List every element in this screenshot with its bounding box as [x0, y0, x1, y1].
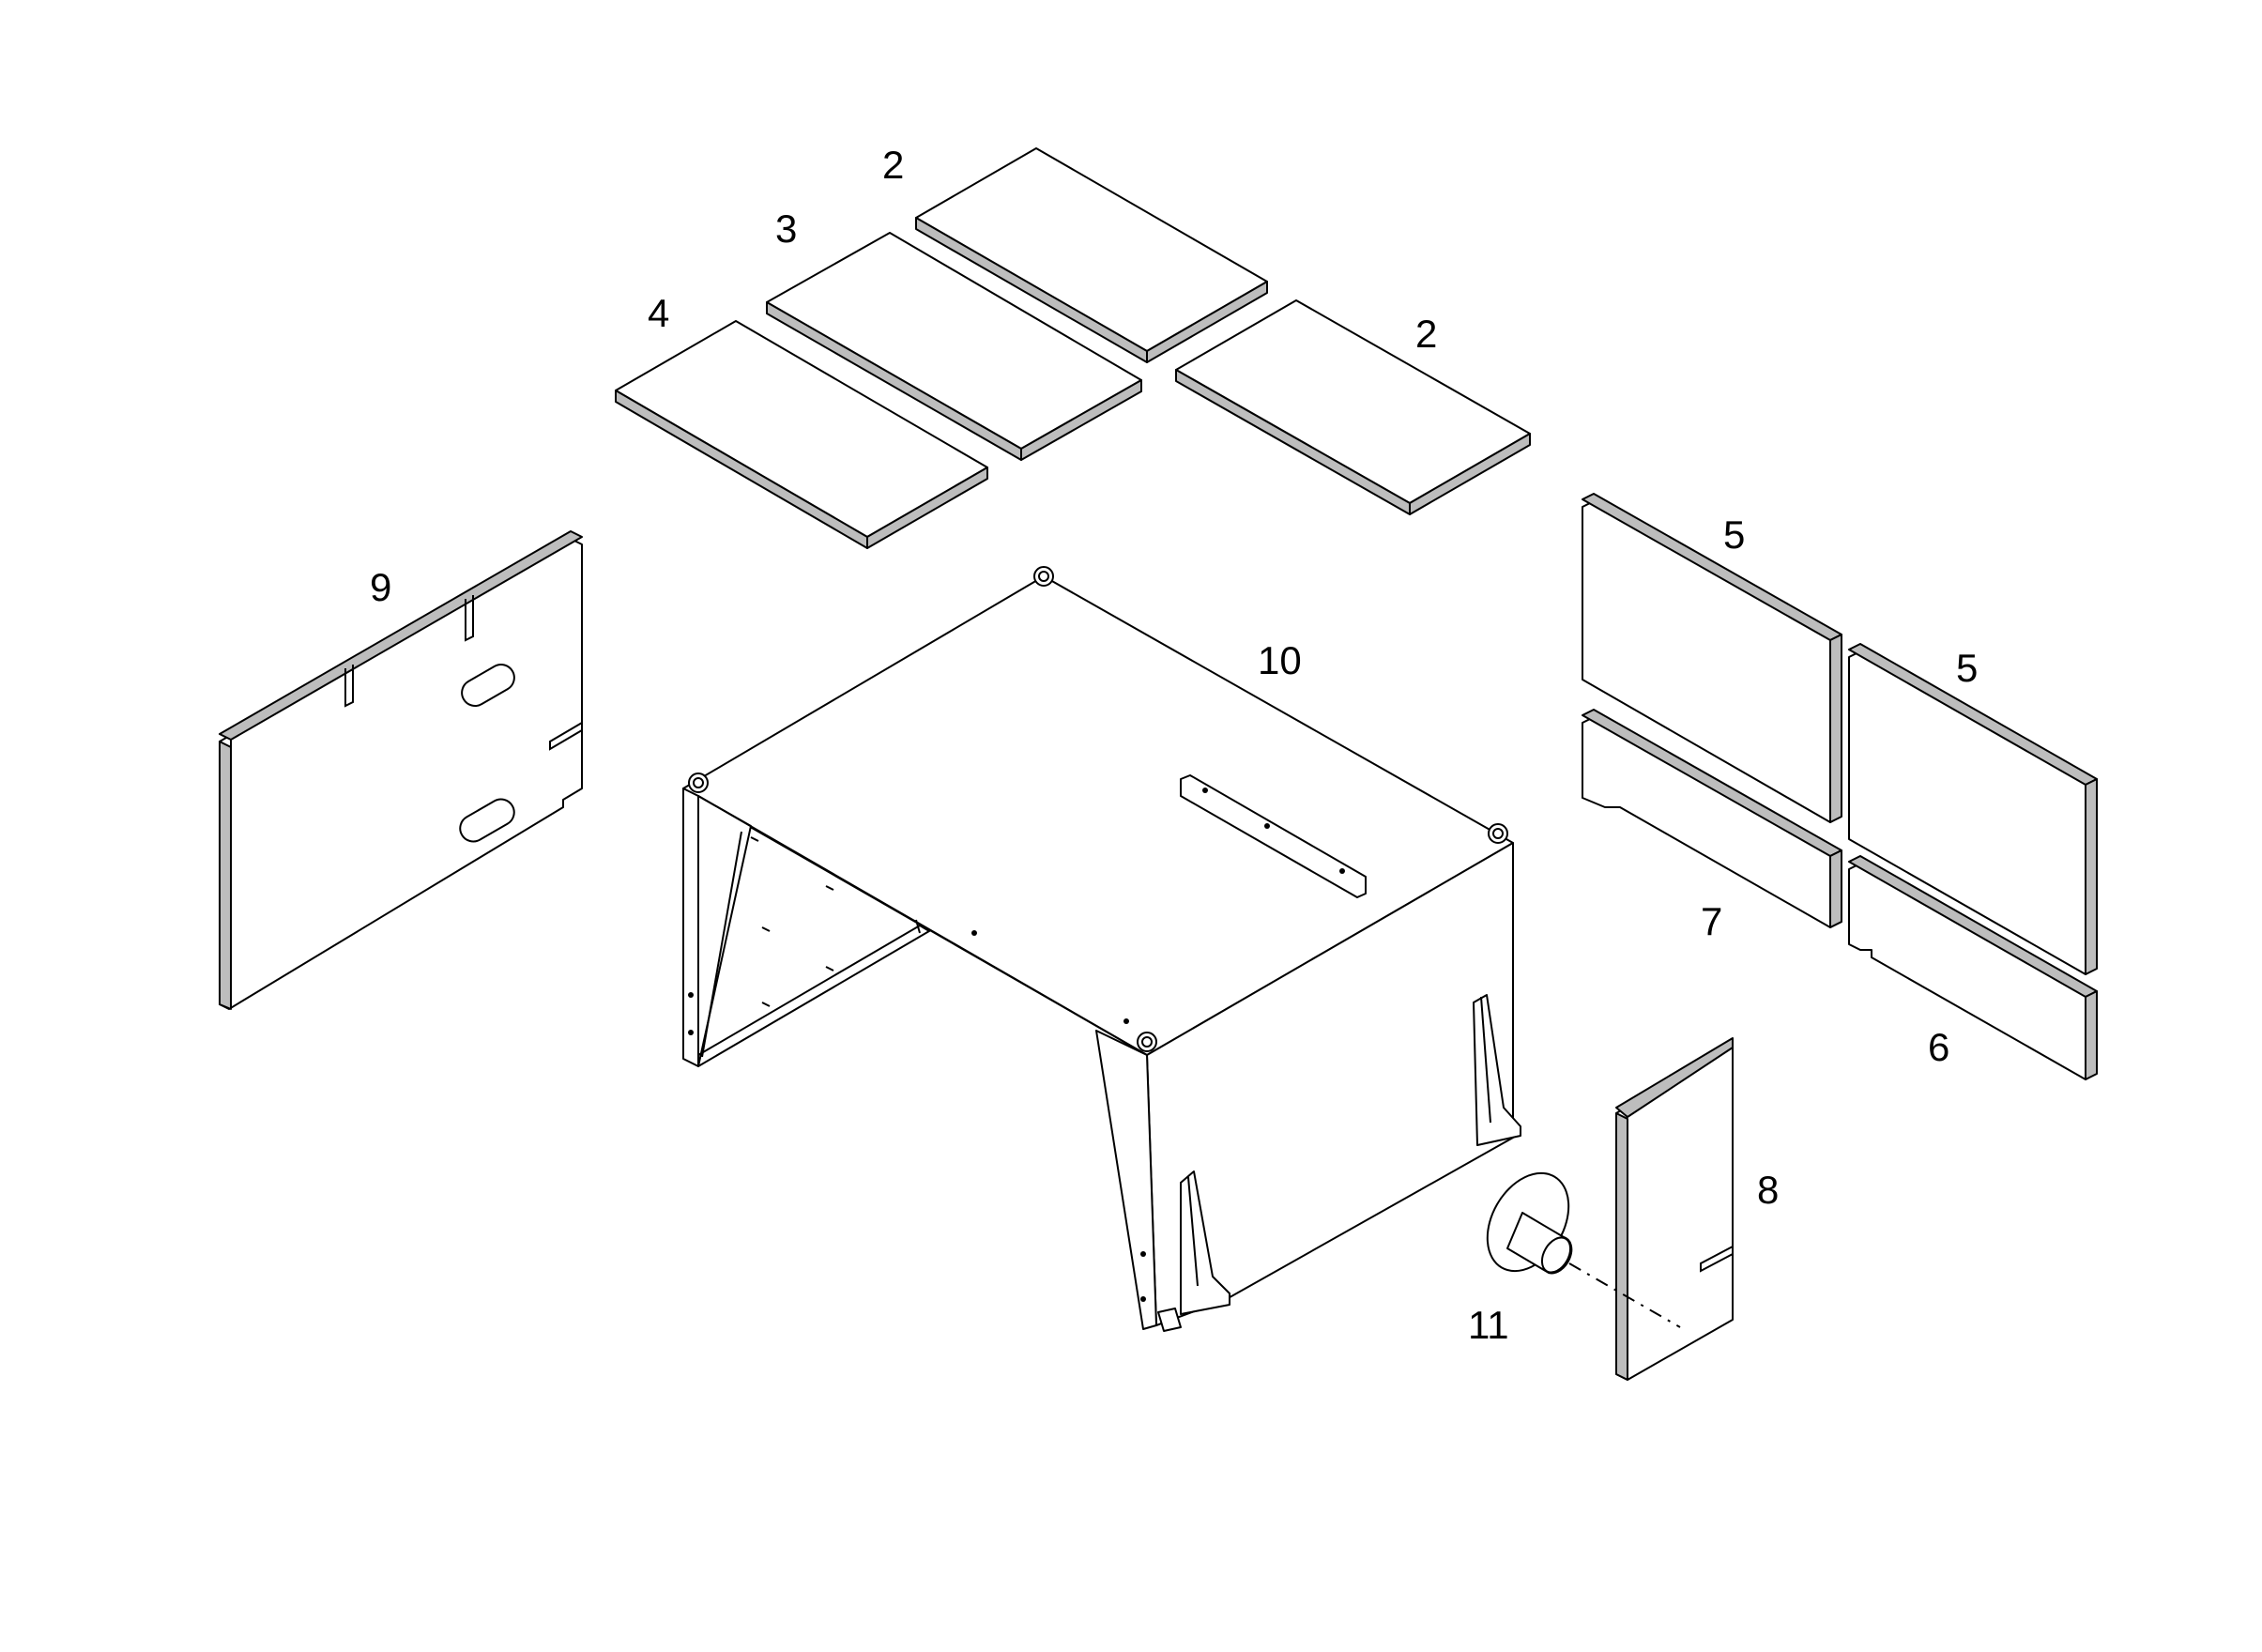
- callout-plate-2-right: 2: [1415, 312, 1437, 356]
- callout-panel-5-left: 5: [1723, 512, 1745, 557]
- callout-frame-10: 10: [1258, 638, 1302, 682]
- callout-panel-7: 7: [1701, 899, 1722, 943]
- plate-4: [615, 320, 988, 549]
- callout-plate-4: 4: [648, 291, 669, 335]
- spool-11: [1486, 1171, 1681, 1328]
- callout-panel-5-right: 5: [1956, 646, 1978, 690]
- panel-5-right: [1848, 643, 2098, 975]
- callout-plate-3: 3: [775, 206, 797, 251]
- callout-plate-2-rear: 2: [882, 143, 904, 187]
- panel-6: [1848, 855, 2098, 1080]
- callout-spool-11: 11: [1468, 1303, 1509, 1347]
- plate-3: [766, 232, 1142, 461]
- callout-labels: 2 3 4 2 9 10 5 5 7 6 8 11: [370, 143, 1978, 1347]
- callout-panel-9: 9: [370, 565, 391, 609]
- callout-panel-8: 8: [1757, 1168, 1779, 1212]
- panel-5-left: [1582, 493, 1842, 823]
- plate-2-rear: [915, 147, 1268, 363]
- panel-7: [1582, 709, 1842, 928]
- panel-8: [1615, 1037, 1734, 1381]
- plate-2-right: [1175, 299, 1531, 515]
- callout-panel-6: 6: [1928, 1025, 1949, 1069]
- panel-9: [219, 530, 583, 1010]
- frame-10: [682, 566, 1521, 1332]
